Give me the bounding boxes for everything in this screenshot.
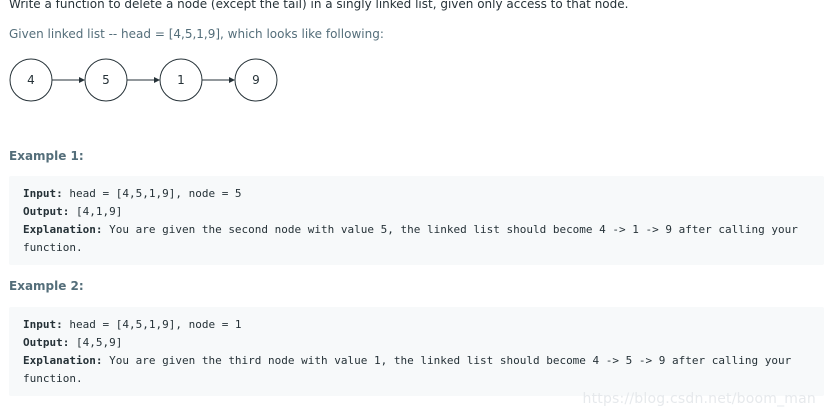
example-2-heading: Example 2: xyxy=(9,279,84,293)
input-value: head = [4,5,1,9], node = 1 xyxy=(62,318,242,331)
given-description: Given linked list -- head = [4,5,1,9], w… xyxy=(9,27,384,41)
example-2-output-line: Output: [4,5,9] xyxy=(23,334,824,352)
example-1-output-line: Output: [4,1,9] xyxy=(23,203,824,221)
explanation-value: You are given the third node with value … xyxy=(102,354,792,367)
output-value: [4,1,9] xyxy=(69,205,123,218)
example-1-explanation-line: Explanation: You are given the second no… xyxy=(23,221,824,239)
list-node-value: 4 xyxy=(27,73,35,87)
list-node-value: 9 xyxy=(252,73,260,87)
output-label: Output: xyxy=(23,205,70,218)
example-1-box: Input: head = [4,5,1,9], node = 5 Output… xyxy=(9,176,824,265)
explanation-label: Explanation: xyxy=(23,354,103,367)
output-value: [4,5,9] xyxy=(69,336,123,349)
example-1-explanation-continuation: function. xyxy=(23,241,83,254)
example-2-input-line: Input: head = [4,5,1,9], node = 1 xyxy=(23,316,824,334)
example-2-box: Input: head = [4,5,1,9], node = 1 Output… xyxy=(9,307,824,396)
example-1-input-line: Input: head = [4,5,1,9], node = 5 xyxy=(23,185,824,203)
example-1-heading: Example 1: xyxy=(9,149,84,163)
problem-intro: Write a function to delete a node (excep… xyxy=(9,0,629,11)
input-label: Input: xyxy=(23,318,63,331)
explanation-value: You are given the second node with value… xyxy=(102,223,798,236)
example-2-explanation-line: Explanation: You are given the third nod… xyxy=(23,352,824,370)
explanation-label: Explanation: xyxy=(23,223,103,236)
linked-list-diagram: 4 5 1 9 xyxy=(9,58,278,102)
input-label: Input: xyxy=(23,187,63,200)
list-node-value: 5 xyxy=(102,73,110,87)
csdn-watermark: https://blog.csdn.net/boom_man xyxy=(582,391,816,407)
example-2-explanation-continuation: function. xyxy=(23,372,83,385)
output-label: Output: xyxy=(23,336,70,349)
list-node-value: 1 xyxy=(177,73,185,87)
input-value: head = [4,5,1,9], node = 5 xyxy=(62,187,242,200)
list-node-circle xyxy=(234,58,278,102)
